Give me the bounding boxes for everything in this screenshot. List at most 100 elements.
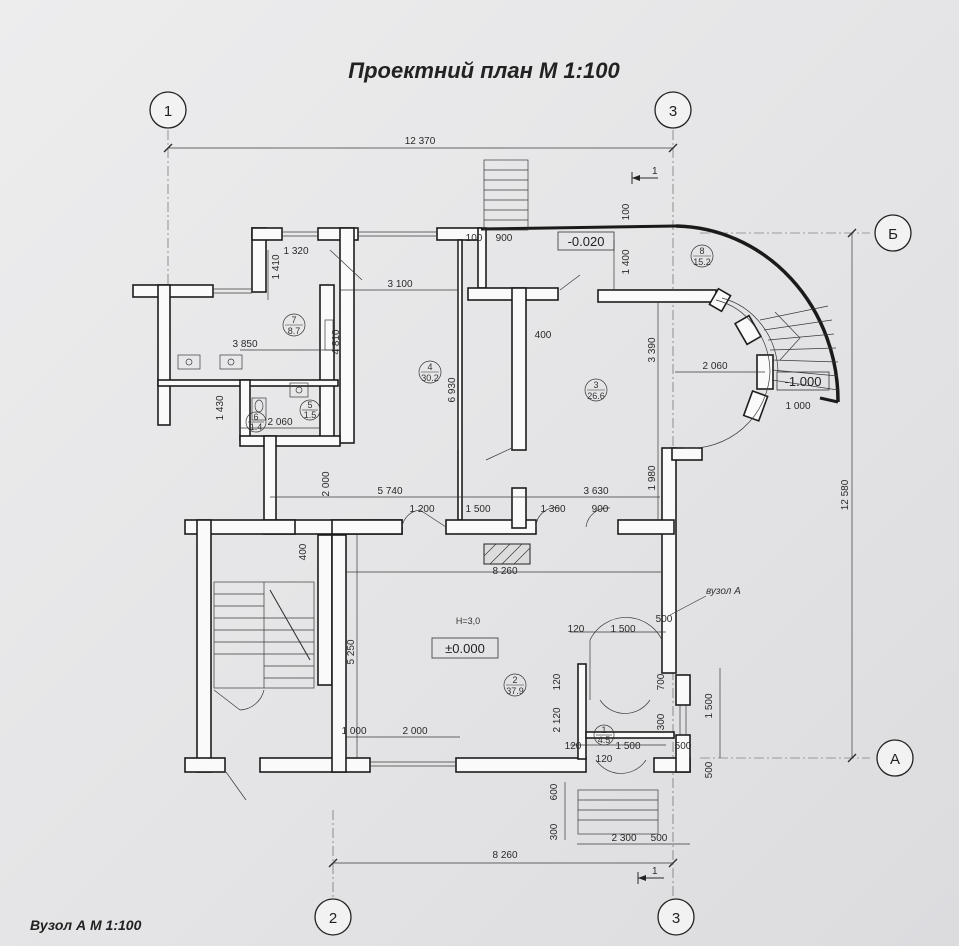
- walls: [132, 227, 774, 773]
- svg-text:120: 120: [565, 741, 582, 752]
- svg-text:4 810: 4 810: [331, 329, 342, 354]
- section-mark-bottom: 1: [637, 866, 664, 884]
- svg-text:15.2: 15.2: [693, 257, 711, 267]
- room-label-4: 4 30.2: [418, 360, 442, 384]
- svg-text:1: 1: [652, 166, 658, 177]
- callout-node-a: вузол А: [669, 586, 741, 616]
- svg-text:2: 2: [512, 675, 517, 685]
- svg-text:1.5: 1.5: [304, 410, 317, 420]
- curved-stair: [759, 305, 839, 404]
- svg-text:1 000: 1 000: [785, 401, 810, 412]
- sanitary-fixtures: [177, 319, 334, 421]
- dim-overall-bottom: 8 260: [492, 850, 517, 861]
- plan-title: Проектний план М 1:100: [348, 58, 620, 83]
- svg-text:100: 100: [621, 203, 632, 220]
- svg-text:6 930: 6 930: [447, 377, 458, 402]
- svg-text:5: 5: [307, 400, 312, 410]
- interior-dimension-lines: [240, 240, 765, 845]
- svg-text:3 630: 3 630: [583, 486, 608, 497]
- svg-text:26.6: 26.6: [587, 391, 605, 401]
- svg-text:3: 3: [669, 103, 677, 120]
- svg-text:7: 7: [291, 315, 296, 325]
- svg-text:1 500: 1 500: [615, 741, 640, 752]
- svg-text:500: 500: [704, 761, 715, 778]
- svg-text:3: 3: [672, 910, 680, 927]
- svg-text:5 250: 5 250: [346, 639, 357, 664]
- svg-text:400: 400: [298, 543, 309, 560]
- svg-text:120: 120: [596, 754, 613, 765]
- svg-text:30.2: 30.2: [421, 373, 439, 383]
- svg-text:1 500: 1 500: [610, 624, 635, 635]
- svg-text:1: 1: [164, 103, 172, 120]
- section-mark-top: 1: [631, 166, 658, 184]
- svg-text:8: 8: [699, 246, 704, 256]
- dim-overall-right: 12 580: [840, 479, 851, 510]
- svg-text:4: 4: [427, 362, 432, 372]
- svg-text:1 500: 1 500: [465, 504, 490, 515]
- room-label-2: 2 37.9: [503, 673, 527, 697]
- svg-text:2 000: 2 000: [402, 726, 427, 737]
- svg-text:5 740: 5 740: [377, 486, 402, 497]
- svg-text:6: 6: [253, 412, 258, 422]
- room-label-5: 5 1.5: [299, 399, 321, 421]
- room-label-1: 1 4.5: [593, 724, 615, 746]
- svg-text:700: 700: [656, 673, 667, 690]
- svg-text:1 430: 1 430: [215, 395, 226, 420]
- svg-text:120: 120: [568, 624, 585, 635]
- svg-text:-1.000: -1.000: [785, 374, 822, 389]
- footer-note: Вузол А М 1:100: [30, 917, 142, 933]
- axis-bubble-3-bottom: 3: [657, 898, 695, 936]
- interior-stair-left: [213, 581, 315, 801]
- svg-text:А: А: [890, 751, 900, 768]
- overall-dimensions: 12 370 8 260 12 580: [163, 136, 857, 868]
- svg-text:1 360: 1 360: [540, 504, 565, 515]
- svg-text:вузол А: вузол А: [706, 586, 741, 597]
- svg-text:500: 500: [675, 741, 692, 752]
- svg-text:900: 900: [592, 504, 609, 515]
- svg-text:1 400: 1 400: [621, 249, 632, 274]
- dimension-texts: 1 320 1 410 3 100 3 850 4 810 1 430 2 06…: [215, 203, 811, 844]
- level-mark-upper: -0.020: [557, 231, 615, 251]
- svg-text:500: 500: [656, 614, 673, 625]
- svg-text:1 980: 1 980: [647, 465, 658, 490]
- svg-text:2: 2: [329, 910, 337, 927]
- axis-bubble-a-right: А: [876, 739, 914, 777]
- svg-text:3: 3: [593, 380, 598, 390]
- svg-text:300: 300: [549, 823, 560, 840]
- dim-overall-top: 12 370: [405, 136, 436, 147]
- windows: [213, 231, 687, 767]
- axis-bubble-3-top: 3: [654, 91, 692, 129]
- svg-text:2 060: 2 060: [702, 361, 727, 372]
- svg-text:1 410: 1 410: [271, 254, 282, 279]
- svg-text:37.9: 37.9: [506, 686, 524, 696]
- entry-stair-top: [483, 159, 529, 231]
- svg-text:3 390: 3 390: [647, 337, 658, 362]
- svg-text:300: 300: [656, 713, 667, 730]
- room-label-6: 6 1.4: [245, 411, 267, 433]
- level-mark-stair: -1.000: [776, 371, 830, 391]
- fireplace-hatch: [483, 543, 531, 565]
- entry-stair-bottom: [577, 789, 659, 835]
- svg-text:2 060: 2 060: [267, 417, 292, 428]
- svg-text:100: 100: [466, 233, 483, 244]
- room-label-3: 3 26.6: [584, 378, 608, 402]
- axis-bubble-1-top: 1: [149, 91, 187, 129]
- svg-text:-0.020: -0.020: [568, 234, 605, 249]
- axis-bubble-b-right: Б: [874, 214, 912, 252]
- svg-text:8 260: 8 260: [492, 566, 517, 577]
- svg-text:3 100: 3 100: [387, 279, 412, 290]
- svg-text:Б: Б: [888, 226, 898, 243]
- svg-text:2 000: 2 000: [321, 471, 332, 496]
- svg-text:1 000: 1 000: [341, 726, 366, 737]
- svg-text:400: 400: [535, 330, 552, 341]
- room-label-8: 8 15.2: [690, 244, 714, 268]
- svg-text:2 120: 2 120: [552, 707, 563, 732]
- level-mark-main: ±0.000: [431, 637, 499, 659]
- svg-text:2 300: 2 300: [611, 833, 636, 844]
- axis-bubble-2-bottom: 2: [314, 898, 352, 936]
- svg-text:±0.000: ±0.000: [445, 641, 485, 656]
- svg-text:1: 1: [652, 866, 658, 877]
- svg-text:1 320: 1 320: [283, 246, 308, 257]
